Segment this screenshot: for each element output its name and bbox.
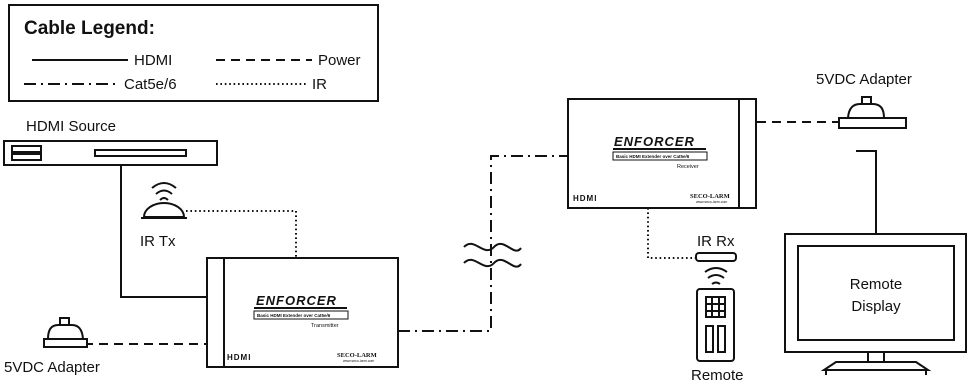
legend-frame xyxy=(8,4,379,102)
display-stand xyxy=(820,361,932,371)
cable-break-symbol xyxy=(463,242,522,268)
cable-ir-tx xyxy=(186,210,297,258)
transmitter-role: Transmitter xyxy=(311,323,339,329)
ir-rx-body xyxy=(695,252,737,262)
cable-hdmi-source-to-transmitter xyxy=(120,165,207,298)
power-adapter-right: 5VDC Adapter xyxy=(816,71,912,129)
display-neck xyxy=(867,351,885,363)
transmitter-subtitle: Basic HDMI Extender over Cat5e/6 xyxy=(257,313,331,318)
receiver-hdmi-logo: HDMI xyxy=(573,194,597,203)
receiver-web: www.seco-larm.com xyxy=(696,200,727,204)
adapter-right-label: 5VDC Adapter xyxy=(816,71,912,88)
cable-hdmi-receiver-to-display xyxy=(856,150,877,234)
cable-cat-transmitter-to-receiver xyxy=(398,155,568,332)
transmitter-web: www.seco-larm.com xyxy=(343,359,374,363)
ir-tx-dome xyxy=(142,202,186,218)
transmitter-unit: ENFORCER Basic HDMI Extender over Cat5e/… xyxy=(206,257,399,368)
ir-rx-wave-mid xyxy=(707,274,725,279)
remote-label: Remote xyxy=(691,367,744,384)
ir-rx-wave-inner xyxy=(711,281,721,285)
display-label-line1: Remote xyxy=(850,276,903,293)
ir-tx-wave-inner xyxy=(159,197,169,201)
power-adapter-left: 5VDC Adapter xyxy=(4,317,100,376)
hdmi-source-device: HDMI Source xyxy=(3,118,218,166)
remote-button-right xyxy=(717,325,726,353)
receiver-maker: SECO-LARM xyxy=(690,193,730,200)
adapter-left-plug xyxy=(59,317,70,326)
hdmi-source-slot xyxy=(94,149,187,157)
receiver-brand: ENFORCER xyxy=(614,134,695,149)
transmitter-hdmi-logo: HDMI xyxy=(227,353,251,362)
adapter-left-base xyxy=(43,338,88,348)
legend-cat-label: Cat5e/6 xyxy=(124,76,177,93)
hdmi-source-button-top xyxy=(11,145,42,153)
adapter-left-body xyxy=(46,324,85,340)
legend-power-label: Power xyxy=(318,52,361,69)
transmitter-maker: SECO-LARM xyxy=(337,352,377,359)
display-screen xyxy=(797,245,955,341)
legend-hdmi-label: HDMI xyxy=(134,52,172,69)
cables xyxy=(84,121,877,345)
ir-tx-label: IR Tx xyxy=(140,233,176,250)
adapter-right-body xyxy=(846,103,886,119)
receiver-unit: ENFORCER Basic HDMI Extender over Cat5e/… xyxy=(567,98,757,209)
cable-ir-rx xyxy=(647,208,696,259)
receiver-subtitle-box xyxy=(612,151,708,161)
adapter-right-base xyxy=(838,117,907,129)
ir-tx-emitter: IR Tx xyxy=(140,182,187,250)
legend-ir-label: IR xyxy=(312,76,327,93)
receiver-role: Receiver xyxy=(677,164,699,170)
display-label-line2: Display xyxy=(851,298,901,315)
cable-legend: Cable Legend: HDMI Power Cat5e/6 IR xyxy=(8,4,379,102)
hdmi-source-label: HDMI Source xyxy=(26,118,116,135)
remote-control: Remote xyxy=(691,288,744,384)
adapter-right-plug xyxy=(861,96,872,105)
remote-keypad xyxy=(705,296,726,318)
legend-title: Cable Legend: xyxy=(24,18,155,39)
ir-rx-eye: IR Rx xyxy=(695,233,737,285)
adapter-left-label: 5VDC Adapter xyxy=(4,359,100,376)
ir-tx-wave-outer xyxy=(151,182,177,189)
ir-rx-wave-outer xyxy=(704,267,728,273)
ir-tx-wave-mid xyxy=(155,189,173,195)
hdmi-source-button-bottom xyxy=(11,153,42,161)
ir-rx-label: IR Rx xyxy=(697,233,735,250)
remote-display: Remote Display xyxy=(784,233,967,375)
receiver-subtitle: Basic HDMI Extender over Cat5e/6 xyxy=(616,154,690,159)
remote-button-left xyxy=(705,325,714,353)
transmitter-subtitle-box xyxy=(253,310,349,320)
transmitter-brand: ENFORCER xyxy=(256,293,337,308)
